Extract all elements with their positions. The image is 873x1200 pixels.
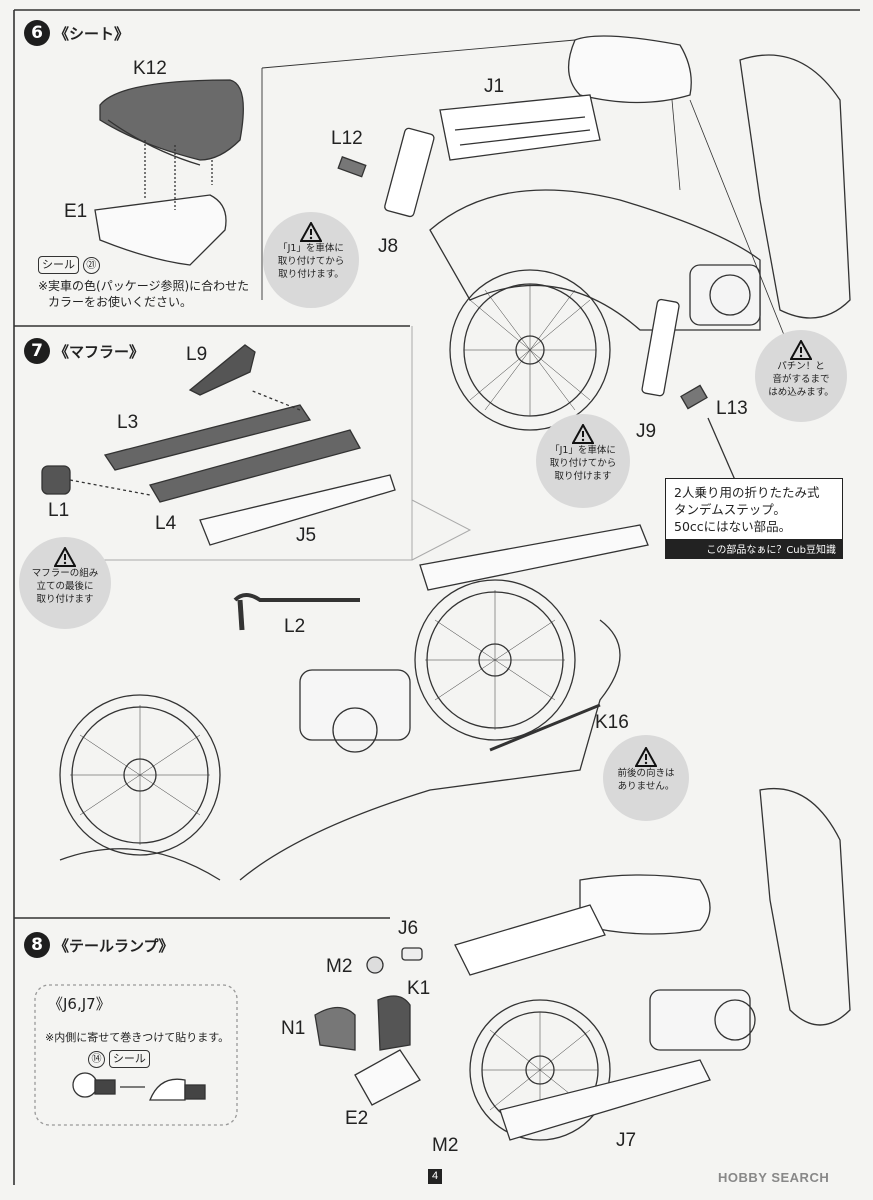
seal-14-callout: ⑭ シール bbox=[88, 1050, 150, 1068]
part-label-l1: L1 bbox=[48, 500, 70, 521]
caution-text: 取り付けてから bbox=[549, 458, 617, 469]
part-label-j9: J9 bbox=[636, 421, 657, 442]
trivia-line-2: タンデムステップ。 bbox=[674, 502, 786, 517]
color-note-line-2: カラーをお使いください。 bbox=[48, 295, 193, 309]
step-7-number: 7 bbox=[24, 338, 50, 364]
caution-text: 取り付けてから bbox=[277, 256, 345, 267]
caution-text: 「J1」を車体に bbox=[278, 243, 344, 254]
caution-j1-body-2: 「J1」を車体に 取り付けてから 取り付けます bbox=[536, 414, 630, 508]
part-label-j6: J6 bbox=[398, 918, 419, 939]
warning-icon bbox=[54, 547, 76, 567]
caution-text: 音がするまで bbox=[772, 374, 830, 385]
part-label-e1: E1 bbox=[64, 201, 88, 222]
caution-text: パチン！と bbox=[777, 361, 825, 372]
part-label-m2-bottom: M2 bbox=[432, 1135, 459, 1156]
warning-icon bbox=[635, 747, 657, 767]
caution-text: ありません。 bbox=[617, 781, 675, 792]
caution-text: 取り付けます bbox=[554, 471, 612, 482]
part-label-l9: L9 bbox=[186, 344, 208, 365]
part-label-m2-top: M2 bbox=[326, 956, 353, 977]
seal-label: シール bbox=[108, 1050, 150, 1068]
step-8-title: 《テールランプ》 bbox=[54, 937, 174, 955]
caution-text: 立ての最後に bbox=[36, 581, 94, 592]
trivia-footer: この部品なぁに？Cub豆知識 bbox=[666, 539, 842, 558]
trivia-line-1: 2人乗り用の折りたたみ式 bbox=[674, 485, 820, 500]
seal-label: シール bbox=[38, 256, 79, 274]
part-label-j1: J1 bbox=[484, 76, 505, 97]
caution-text: 取り付けます bbox=[36, 594, 94, 605]
part-label-n1: N1 bbox=[281, 1018, 306, 1039]
caution-text: マフラーの組み bbox=[31, 568, 99, 579]
part-label-j8: J8 bbox=[378, 236, 399, 257]
part-label-e2: E2 bbox=[345, 1108, 369, 1129]
part-label-j5: J5 bbox=[296, 525, 317, 546]
caution-text: 前後の向きは bbox=[617, 768, 675, 779]
caution-k16-direction: 前後の向きは ありません。 bbox=[603, 735, 689, 821]
inset-wrap-note: ※内側に寄せて巻きつけて貼ります。 bbox=[45, 1031, 230, 1044]
warning-icon bbox=[790, 340, 812, 360]
part-label-l12: L12 bbox=[331, 128, 363, 149]
seal-number: ㉑ bbox=[82, 257, 100, 274]
caution-text: 取り付けます。 bbox=[278, 269, 344, 280]
caution-j1-body: 「J1」を車体に 取り付けてから 取り付けます。 bbox=[263, 212, 359, 308]
part-label-l4: L4 bbox=[155, 513, 177, 534]
part-label-l2: L2 bbox=[284, 616, 306, 637]
seal-number: ⑭ bbox=[88, 1051, 105, 1068]
caution-snap: パチン！と 音がするまで はめ込みます。 bbox=[755, 330, 847, 422]
caution-text: 「J1」を車体に bbox=[550, 445, 616, 456]
seal-21-callout: シール ㉑ bbox=[38, 256, 100, 274]
step-6-title: 《シート》 bbox=[54, 25, 130, 43]
part-label-k12: K12 bbox=[133, 58, 167, 79]
warning-icon bbox=[300, 222, 322, 242]
cub-trivia-box: 2人乗り用の折りたたみ式 タンデムステップ。 50ccにはない部品。 この部品な… bbox=[665, 478, 843, 559]
color-note-line-1: ※実車の色(パッケージ参照)に合わせた bbox=[38, 279, 250, 293]
page-number: 4 bbox=[428, 1169, 442, 1184]
step-8-number: 8 bbox=[24, 932, 50, 958]
warning-icon bbox=[572, 424, 594, 444]
part-label-k1: K1 bbox=[407, 978, 431, 999]
inset-title-j6-j7: 《J6,J7》 bbox=[48, 995, 111, 1013]
trivia-line-3: 50ccにはない部品。 bbox=[674, 519, 792, 534]
caution-muffler-last: マフラーの組み 立ての最後に 取り付けます bbox=[19, 537, 111, 629]
watermark: HOBBY SEARCH bbox=[718, 1170, 830, 1185]
part-label-k16: K16 bbox=[595, 712, 629, 733]
caution-text: はめ込みます。 bbox=[768, 387, 834, 398]
part-label-l3: L3 bbox=[117, 412, 139, 433]
step-7-title: 《マフラー》 bbox=[54, 343, 145, 361]
part-label-l13: L13 bbox=[716, 398, 748, 419]
step-6-number: 6 bbox=[24, 20, 50, 46]
part-label-j7: J7 bbox=[616, 1130, 637, 1151]
